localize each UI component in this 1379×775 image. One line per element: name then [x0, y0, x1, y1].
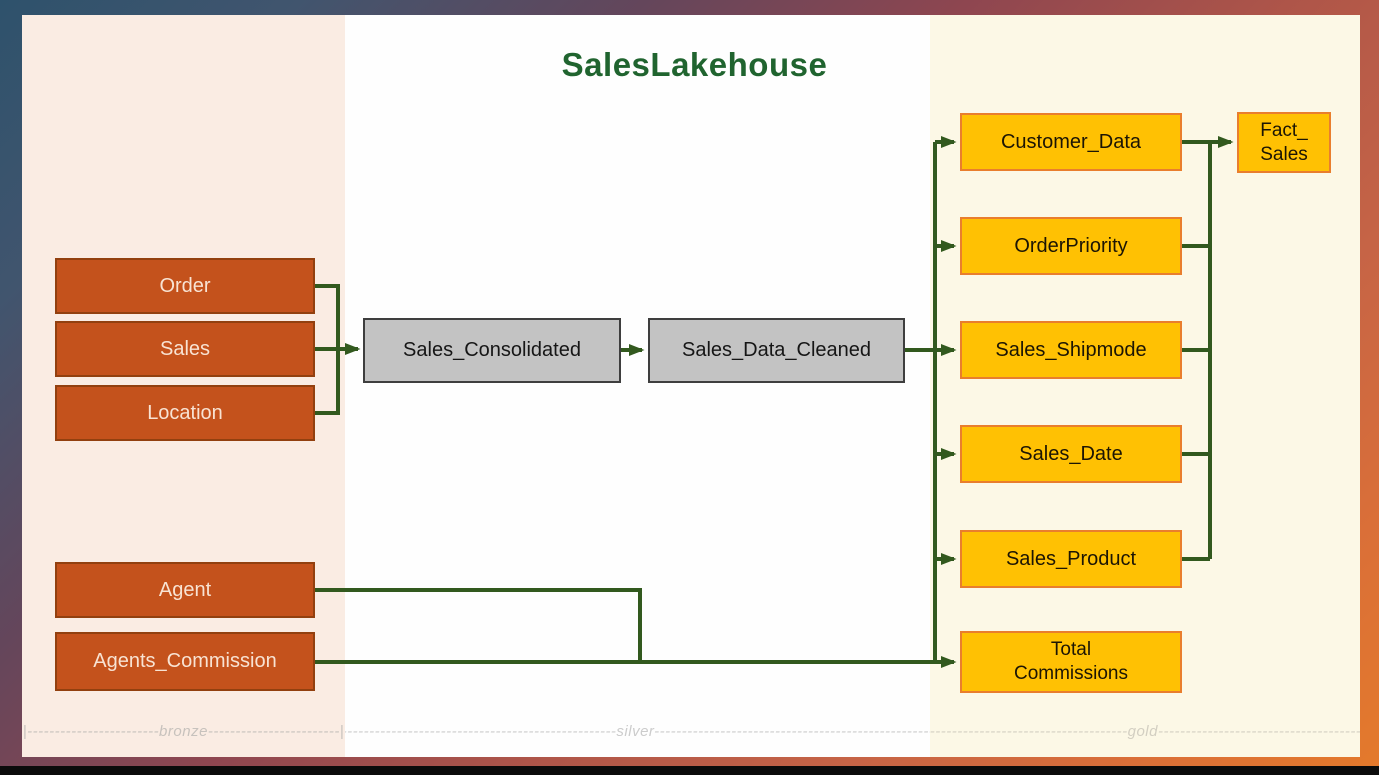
node-sales-consolidated: Sales_Consolidated	[363, 318, 621, 383]
zone-label-bronze: |------------------------bronze---------…	[22, 722, 345, 740]
zone-label-gold: --------------------------------------go…	[930, 722, 1360, 740]
node-fact-sales-line2: Sales	[1260, 143, 1308, 165]
zone-silver	[345, 15, 930, 757]
bottom-letterbox-bar	[0, 766, 1379, 775]
node-total-commissions-line1: Total	[1050, 639, 1092, 661]
node-order-priority: OrderPriority	[960, 217, 1182, 275]
node-total-commissions-line2: Commissions	[1013, 663, 1129, 684]
node-agent: Agent	[55, 562, 315, 618]
node-location: Location	[55, 385, 315, 441]
node-total-commissions: Total Commissions	[960, 631, 1182, 693]
node-fact-sales-line1: Fact_	[1260, 119, 1308, 141]
node-order: Order	[55, 258, 315, 314]
node-fact-sales: Fact_ Sales	[1237, 112, 1331, 173]
node-sales-shipmode: Sales_Shipmode	[960, 321, 1182, 379]
zone-label-silver: ----------------------------------------…	[345, 722, 930, 740]
node-customer-data: Customer_Data	[960, 113, 1182, 171]
diagram-canvas: SalesLakehouse	[22, 15, 1360, 757]
diagram-title: SalesLakehouse	[561, 46, 828, 83]
node-sales-data-cleaned: Sales_Data_Cleaned	[648, 318, 905, 383]
node-sales: Sales	[55, 321, 315, 377]
node-agents-commission: Agents_Commission	[55, 632, 315, 691]
node-sales-product: Sales_Product	[960, 530, 1182, 588]
node-sales-date: Sales_Date	[960, 425, 1182, 483]
